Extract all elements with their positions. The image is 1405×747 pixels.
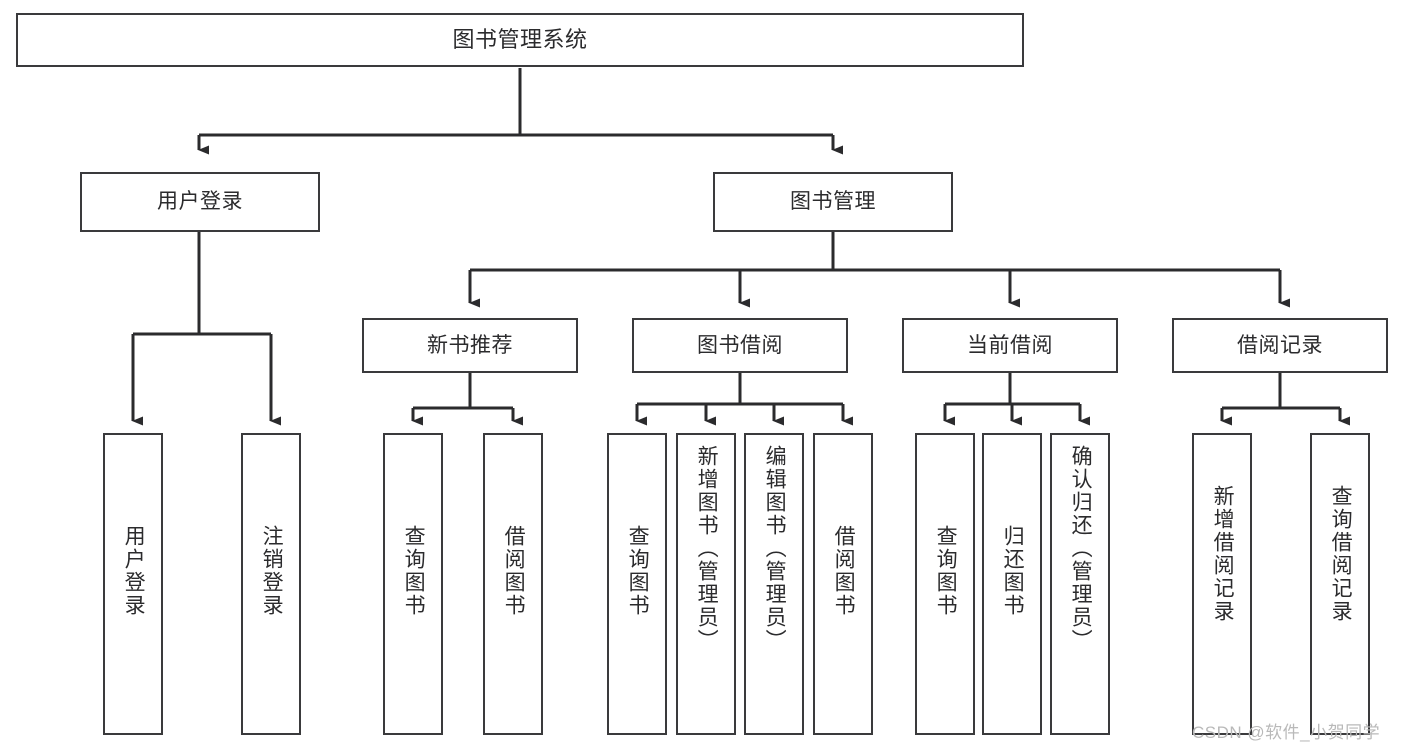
leaf-add-borrow-record-label: 新增借阅记录 (1211, 485, 1235, 623)
leaf-query-book-current[interactable]: 查询图书 (915, 433, 975, 735)
leaf-query-book-newbook-label: 查询图书 (402, 525, 426, 617)
node-root-label: 图书管理系统 (452, 26, 588, 52)
node-borrow-record-label: 借阅记录 (1237, 333, 1323, 357)
leaf-query-book-borrow[interactable]: 查询图书 (607, 433, 667, 735)
leaf-edit-book-admin[interactable]: 编辑图书（管理员） (744, 433, 804, 735)
node-borrow-record[interactable]: 借阅记录 (1172, 318, 1388, 373)
leaf-user-login[interactable]: 用户登录 (103, 433, 163, 735)
leaf-query-book-borrow-label: 查询图书 (626, 525, 650, 617)
node-current-borrow[interactable]: 当前借阅 (902, 318, 1118, 373)
leaf-add-borrow-record[interactable]: 新增借阅记录 (1192, 433, 1252, 735)
leaf-confirm-return-admin-label: 确认归还（管理员） (1069, 445, 1093, 652)
leaf-query-book-current-label: 查询图书 (934, 525, 958, 617)
node-book-borrow-label: 图书借阅 (697, 333, 783, 357)
leaf-confirm-return-admin[interactable]: 确认归还（管理员） (1050, 433, 1110, 735)
leaf-add-book-admin[interactable]: 新增图书（管理员） (676, 433, 736, 735)
leaf-query-book-newbook[interactable]: 查询图书 (383, 433, 443, 735)
leaf-borrow-book-newbook[interactable]: 借阅图书 (483, 433, 543, 735)
leaf-borrow-book-borrow[interactable]: 借阅图书 (813, 433, 873, 735)
node-user-login[interactable]: 用户登录 (80, 172, 320, 232)
node-book-management-label: 图书管理 (790, 190, 876, 214)
node-new-book-recommend[interactable]: 新书推荐 (362, 318, 578, 373)
node-new-book-recommend-label: 新书推荐 (427, 333, 513, 357)
leaf-borrow-book-borrow-label: 借阅图书 (832, 525, 856, 617)
leaf-query-borrow-record[interactable]: 查询借阅记录 (1310, 433, 1370, 735)
leaf-query-borrow-record-label: 查询借阅记录 (1329, 485, 1353, 623)
leaf-user-login-label: 用户登录 (122, 525, 146, 617)
node-root[interactable]: 图书管理系统 (16, 13, 1024, 67)
leaf-edit-book-admin-label: 编辑图书（管理员） (763, 445, 787, 652)
node-book-borrow[interactable]: 图书借阅 (632, 318, 848, 373)
leaf-borrow-book-newbook-label: 借阅图书 (502, 525, 526, 617)
leaf-return-book[interactable]: 归还图书 (982, 433, 1042, 735)
csdn-watermark: CSDN @软件_小贺同学 (1192, 723, 1381, 742)
node-current-borrow-label: 当前借阅 (967, 333, 1053, 357)
leaf-add-book-admin-label: 新增图书（管理员） (695, 445, 719, 652)
leaf-return-book-label: 归还图书 (1001, 525, 1025, 617)
leaf-logout[interactable]: 注销登录 (241, 433, 301, 735)
node-book-management[interactable]: 图书管理 (713, 172, 953, 232)
node-user-login-label: 用户登录 (157, 190, 243, 214)
leaf-logout-label: 注销登录 (260, 525, 284, 617)
